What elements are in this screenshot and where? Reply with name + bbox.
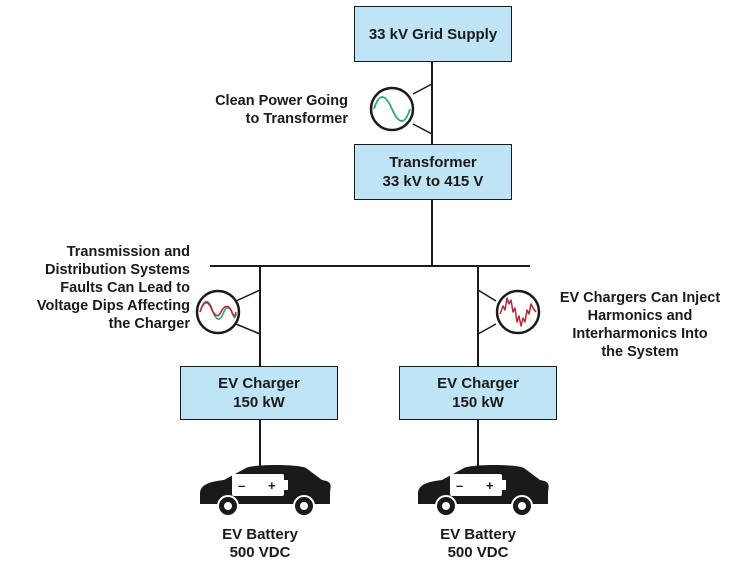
svg-text:–: – xyxy=(238,478,245,493)
ev-battery-left-caption: EV Battery 500 VDC xyxy=(222,526,298,561)
harmonic-wave-icon xyxy=(499,297,537,327)
grid-supply-box: 33 kV Grid Supply xyxy=(354,6,512,62)
clean-power-annotation: Clean Power Going to Transformer xyxy=(215,93,348,127)
charger-right-rating: 150 kW xyxy=(452,394,504,411)
battery-icon: – + xyxy=(232,474,288,496)
svg-text:+: + xyxy=(486,478,494,493)
car-icon: – + xyxy=(200,465,331,517)
charger-left-rating: 150 kW xyxy=(233,394,285,411)
charger-left-title: EV Charger xyxy=(218,375,300,392)
ev-charger-right-box: EV Charger 150 kW xyxy=(399,366,557,420)
grid-supply-label: 33 kV Grid Supply xyxy=(368,25,498,43)
ev-battery-right-caption: EV Battery 500 VDC xyxy=(440,526,516,561)
svg-text:–: – xyxy=(456,478,463,493)
fault-annotation: Transmission and Distribution Systems Fa… xyxy=(36,244,190,332)
clean-wave-callout xyxy=(369,83,433,135)
transformer-title: Transformer xyxy=(389,154,477,171)
car-icon: – + xyxy=(418,465,549,517)
svg-text:+: + xyxy=(268,478,276,493)
charger-right-title: EV Charger xyxy=(437,375,519,392)
ev-charger-left-box: EV Charger 150 kW xyxy=(180,366,338,420)
transformer-box: Transformer 33 kV to 415 V xyxy=(354,144,512,200)
sine-wave-icon xyxy=(373,96,411,122)
transformer-rating: 33 kV to 415 V xyxy=(382,173,484,190)
harmonics-callout xyxy=(477,289,541,335)
harmonics-annotation: EV Chargers Can Inject Harmonics and Int… xyxy=(559,290,721,360)
voltage-dip-callout xyxy=(195,289,261,335)
battery-icon: – + xyxy=(450,474,506,496)
